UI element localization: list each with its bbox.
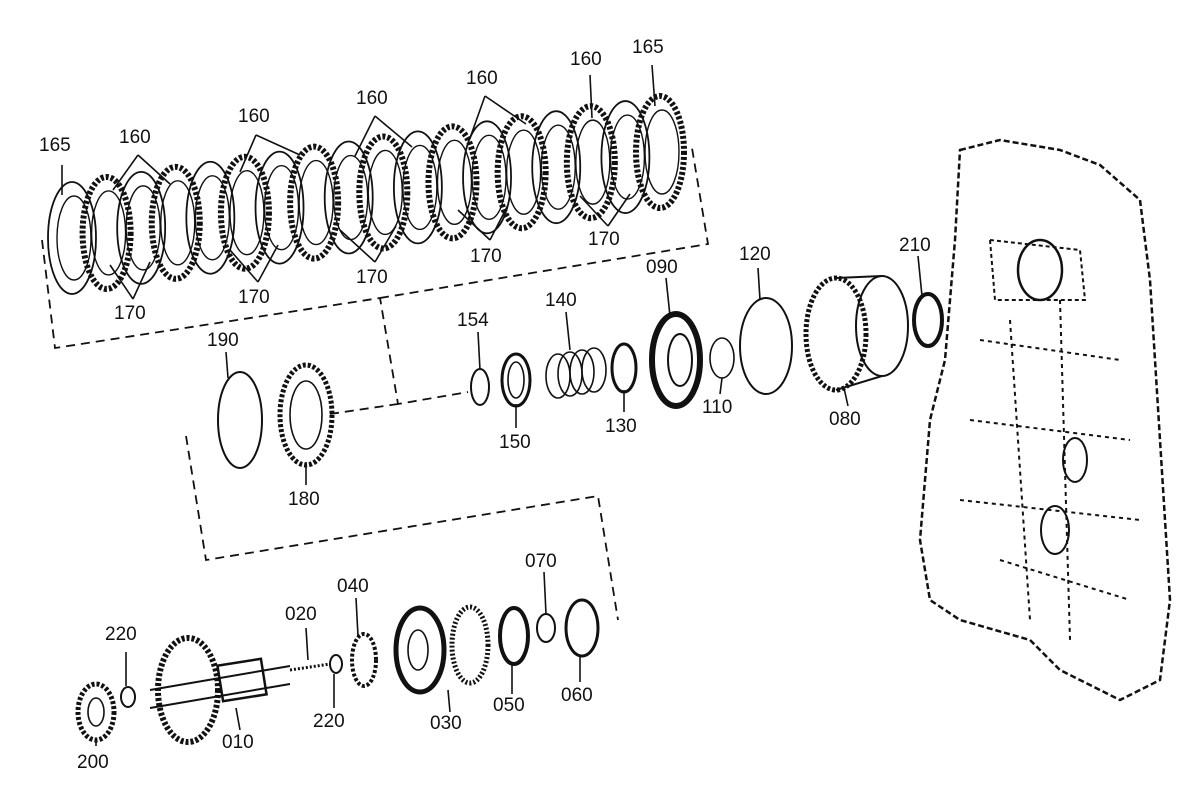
friction-disc bbox=[563, 103, 618, 222]
ring-154 bbox=[470, 368, 490, 406]
callout-190: 190 bbox=[207, 330, 239, 351]
callout-110: 110 bbox=[702, 397, 733, 418]
callout-140: 140 bbox=[545, 290, 577, 311]
ring-220b bbox=[329, 654, 343, 674]
callout-170-5: 170 bbox=[588, 229, 620, 250]
callout-170-2: 170 bbox=[238, 287, 270, 308]
callout-160-5: 160 bbox=[570, 49, 602, 70]
piston-assembly bbox=[217, 275, 944, 469]
callout-160-3: 160 bbox=[356, 88, 388, 109]
gear-030 bbox=[393, 605, 447, 695]
callout-160-2: 160 bbox=[238, 106, 270, 127]
friction-disc bbox=[148, 163, 203, 282]
friction-disc bbox=[356, 133, 411, 252]
callout-030: 030 bbox=[430, 713, 462, 734]
callout-160-1: 160 bbox=[119, 127, 151, 148]
callout-160-4: 160 bbox=[466, 68, 498, 89]
callout-120: 120 bbox=[739, 244, 771, 265]
seal-120 bbox=[739, 297, 793, 395]
friction-disc bbox=[287, 143, 342, 262]
callout-200: 200 bbox=[77, 752, 109, 773]
assembly-outline-clutch-pack bbox=[41, 147, 710, 621]
callout-010: 010 bbox=[222, 732, 254, 753]
callout-210: 210 bbox=[899, 235, 931, 256]
callout-165-right: 165 bbox=[632, 37, 664, 58]
callout-050: 050 bbox=[493, 695, 525, 716]
ring-070 bbox=[536, 613, 556, 643]
bearing-040 bbox=[350, 632, 378, 688]
callout-090: 090 bbox=[646, 257, 678, 278]
callout-220-left: 220 bbox=[105, 624, 137, 645]
input-shaft-assembly bbox=[75, 598, 600, 745]
steel-plate bbox=[116, 170, 167, 285]
steel-plate bbox=[323, 140, 374, 255]
bearing-200 bbox=[75, 681, 117, 743]
bearing-050 bbox=[498, 606, 530, 666]
steel-plate bbox=[185, 160, 236, 275]
callout-020: 020 bbox=[285, 604, 317, 625]
callout-080: 080 bbox=[829, 409, 861, 430]
callout-150: 150 bbox=[499, 432, 531, 453]
disc-bore bbox=[644, 109, 680, 195]
steel-plate bbox=[600, 100, 651, 214]
bearing-210 bbox=[912, 292, 944, 348]
callout-170-3: 170 bbox=[356, 267, 388, 288]
callout-070: 070 bbox=[525, 551, 557, 572]
callout-060: 060 bbox=[561, 685, 593, 706]
callout-180: 180 bbox=[288, 489, 320, 510]
steel-plate bbox=[392, 130, 443, 245]
friction-disc bbox=[425, 123, 480, 242]
callout-130: 130 bbox=[605, 416, 637, 437]
friction-disc bbox=[217, 153, 272, 272]
friction-disc bbox=[79, 173, 134, 292]
steel-plate bbox=[47, 181, 97, 295]
transmission-housing bbox=[918, 138, 1172, 702]
snap-ring-190 bbox=[217, 371, 263, 469]
spring-140 bbox=[545, 347, 607, 399]
steel-plate bbox=[254, 150, 305, 265]
callout-leaders bbox=[61, 64, 923, 746]
friction-disc bbox=[633, 93, 687, 211]
drum-080 bbox=[803, 275, 909, 393]
piston-090 bbox=[649, 311, 703, 409]
ring-130 bbox=[610, 342, 638, 394]
ring-110 bbox=[709, 337, 735, 379]
ring-220 bbox=[120, 686, 136, 708]
friction-disc bbox=[494, 113, 549, 232]
callout-154: 154 bbox=[457, 310, 489, 331]
callout-040: 040 bbox=[337, 576, 369, 597]
callout-165-left: 165 bbox=[39, 135, 71, 156]
gear-010 bbox=[155, 635, 221, 745]
plate-180 bbox=[277, 362, 335, 468]
callout-220-mid: 220 bbox=[313, 711, 345, 732]
washer-060 bbox=[564, 598, 600, 658]
callout-170-1: 170 bbox=[114, 303, 146, 324]
callout-170-4: 170 bbox=[470, 246, 502, 267]
steel-plate bbox=[462, 120, 512, 235]
steel-plate bbox=[531, 110, 582, 225]
